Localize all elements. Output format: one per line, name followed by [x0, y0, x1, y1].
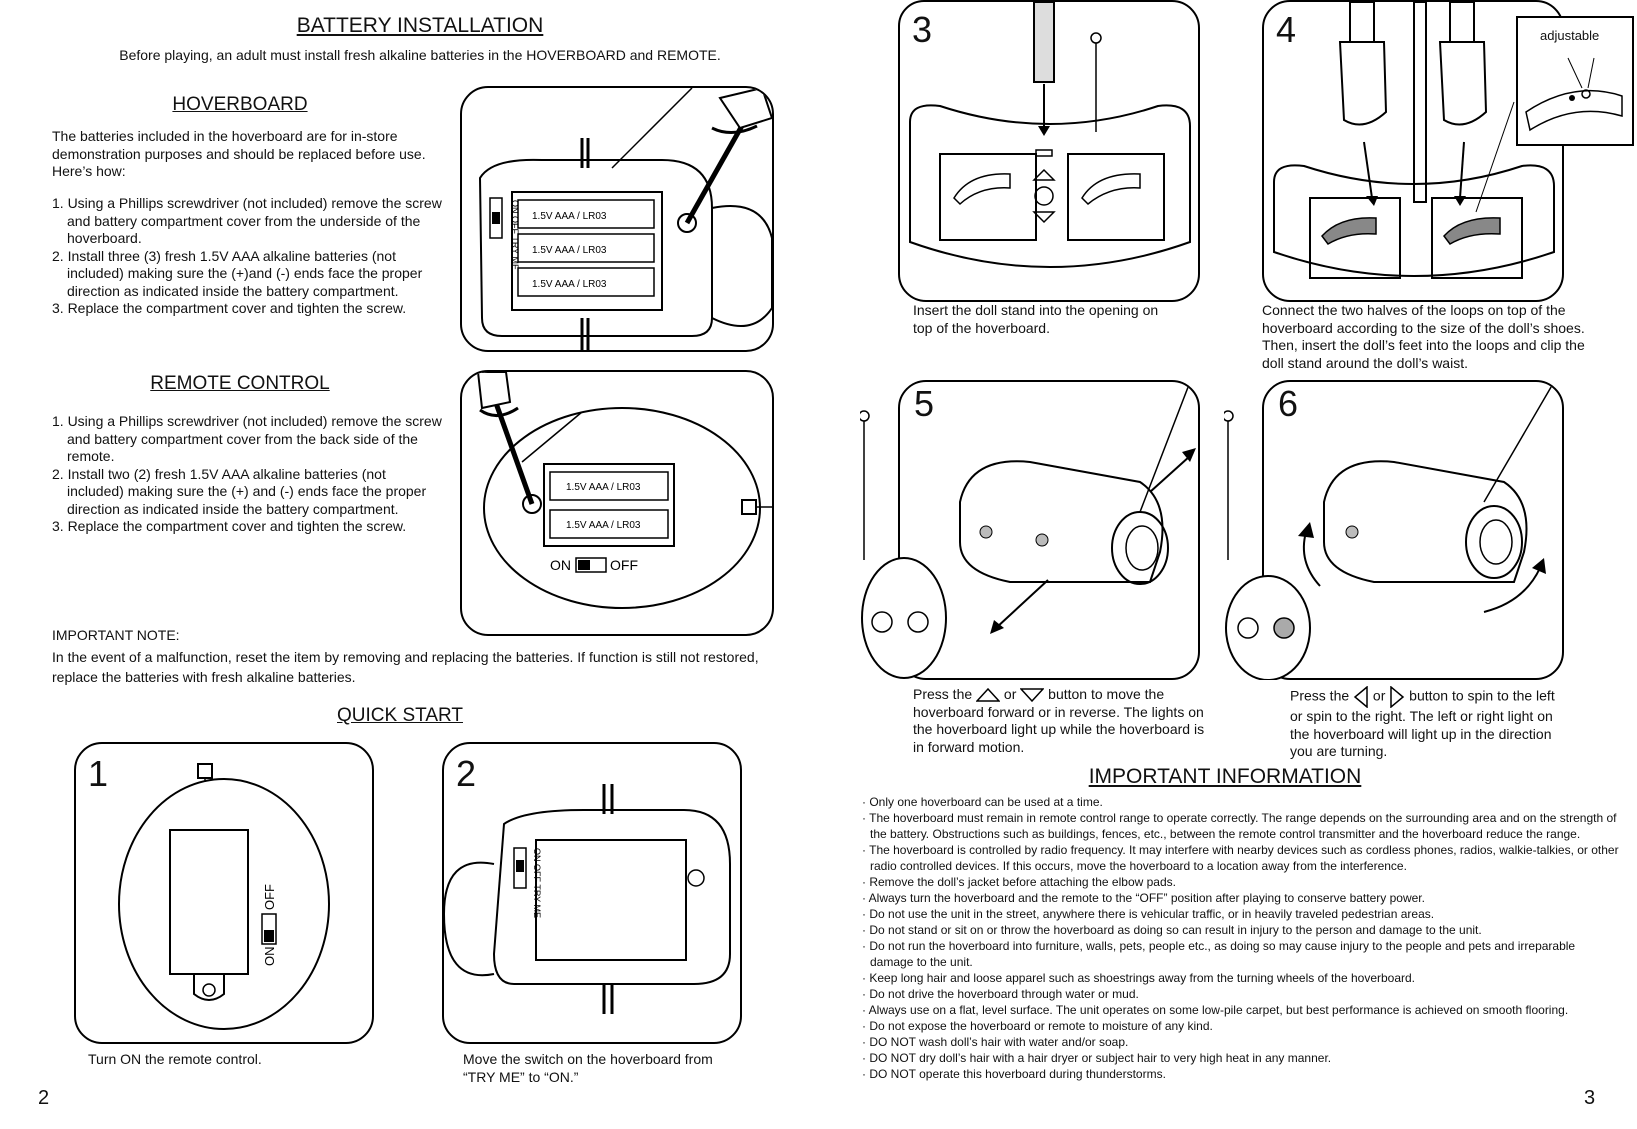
spin-button-icon: [907, 611, 929, 633]
hoverboard-spin-illustration: [1298, 382, 1555, 613]
step-2-number: 2: [456, 753, 477, 794]
info-item: Do not drive the hoverboard through wate…: [860, 986, 1620, 1002]
step-4-number: 4: [1276, 9, 1297, 50]
important-note-text: In the event of a malfunction, reset the…: [52, 649, 759, 685]
step-2-switch-label: ON OFF TRY ME: [532, 848, 542, 918]
step-6-remote: [1224, 410, 1314, 680]
remote-battery-label-1: 1.5V AAA / LR03: [566, 482, 641, 493]
step-1-caption: Turn ON the remote control.: [88, 1051, 262, 1067]
step-4-panel: 4: [1262, 0, 1564, 302]
step-6-number: 6: [1278, 383, 1299, 424]
hoverboard-step-2: 2. Install three (3) fresh 1.5V AAA alka…: [52, 247, 423, 299]
step-1-panel: 1 ON OFF: [74, 742, 374, 1044]
info-item: Always use on a flat, level surface. The…: [860, 1002, 1620, 1018]
doll-stand-insert-illustration: [909, 2, 1191, 268]
info-item: Do not expose the hoverboard or remote t…: [860, 1018, 1620, 1034]
step-5-number: 5: [914, 383, 935, 424]
hoverboard-battery-panel: 1.5V AAA / LR03 1.5V AAA / LR03 1.5V AAA…: [460, 86, 774, 352]
info-item: Remove the doll’s jacket before attachin…: [860, 874, 1620, 890]
spin-right-arrow-icon: [1390, 686, 1405, 708]
step-3-caption: Insert the doll stand into the opening o…: [913, 302, 1159, 336]
step-2-panel: 2 ON OFF TRY ME: [442, 742, 742, 1044]
page-number-right: 3: [1584, 1087, 1596, 1109]
important-information-list: Only one hoverboard can be used at a tim…: [860, 794, 1620, 1082]
step-2-caption: Move the switch on the hoverboard from “…: [463, 1051, 713, 1085]
remote-battery-label-2: 1.5V AAA / LR03: [566, 520, 641, 531]
forward-arrow-icon: [976, 688, 1001, 703]
step-1-off-label: OFF: [262, 884, 277, 910]
info-item: Do not use the unit in the street, anywh…: [860, 906, 1620, 922]
quick-start-heading: QUICK START: [337, 705, 463, 726]
step-5-cap-a: Press the: [913, 686, 973, 702]
info-item: The hoverboard must remain in remote con…: [860, 810, 1620, 842]
remote-back-illustration: 1.5V AAA / LR03 1.5V AAA / LR03 ON OFF: [476, 372, 772, 609]
hoverboard-step-3: 3. Replace the compartment cover and tig…: [52, 300, 407, 316]
hoverboard-description: The batteries included in the hoverboard…: [52, 128, 426, 179]
battery-label-3: 1.5V AAA / LR03: [532, 279, 607, 290]
info-item: Only one hoverboard can be used at a tim…: [860, 794, 1620, 810]
step-6-cap-a: Press the: [1290, 687, 1350, 704]
hoverboard-heading: HOVERBOARD: [172, 94, 308, 115]
info-item: Keep long hair and loose apparel such as…: [860, 970, 1620, 986]
remote-on-label: ON: [550, 557, 571, 573]
battery-label-1: 1.5V AAA / LR03: [532, 211, 607, 222]
battery-intro: Before playing, an adult must install fr…: [119, 47, 721, 63]
step-6-cap-or: or: [1372, 687, 1386, 704]
adjustable-inset: adjustable: [1516, 16, 1634, 146]
hoverboard-underside-illustration: 1.5V AAA / LR03 1.5V AAA / LR03 1.5V AAA…: [478, 88, 772, 350]
important-information-heading: IMPORTANT INFORMATION: [1088, 765, 1362, 788]
hoverboard-switch-illustration: ON OFF TRY ME: [444, 784, 731, 1014]
important-note-heading: IMPORTANT NOTE:: [52, 627, 180, 643]
info-item: Do not stand or sit on or throw the hove…: [860, 922, 1620, 938]
step-6-cap-b: button to spin to: [1409, 687, 1509, 704]
step-6-remote-illustration: [1224, 410, 1311, 680]
adjustable-label: adjustable: [1540, 28, 1600, 43]
step-6-caption: Press the or button to spin to the left …: [1290, 686, 1560, 761]
adjustable-loop-icon: [1525, 57, 1623, 132]
info-item: Always turn the hoverboard and the remot…: [860, 890, 1620, 906]
reverse-arrow-icon: [1020, 688, 1045, 703]
step-4-caption: Connect the two halves of the loops on t…: [1262, 302, 1585, 371]
info-item: Do not run the hoverboard into furniture…: [860, 938, 1620, 970]
step-5-cap-b: button to move: [1048, 686, 1141, 702]
info-item: The hoverboard is controlled by radio fr…: [860, 842, 1620, 874]
info-item: DO NOT wash doll’s hair with water and/o…: [860, 1034, 1620, 1050]
page-number-left: 2: [38, 1087, 50, 1109]
spin-left-arrow-icon: [1353, 686, 1368, 708]
step-5-remote: [860, 410, 950, 680]
remote-battery-panel: 1.5V AAA / LR03 1.5V AAA / LR03 ON OFF: [460, 370, 774, 636]
hoverboard-forward-illustration: [959, 382, 1196, 634]
remote-step-3: 3. Replace the compartment cover and tig…: [52, 518, 407, 534]
hoverboard-switch-label: ON OFF TRY ME: [510, 200, 520, 270]
remote-step-2: 2. Install two (2) fresh 1.5V AAA alkali…: [52, 465, 427, 517]
battery-label-2: 1.5V AAA / LR03: [532, 245, 607, 256]
step-5-cap-or: or: [1003, 686, 1017, 702]
step-5-panel: 5: [898, 380, 1200, 680]
remote-front-illustration: ON OFF: [118, 763, 330, 1030]
battery-installation-title: BATTERY INSTALLATION: [296, 14, 544, 37]
hoverboard-step-1: 1. Using a Phillips screwdriver (not inc…: [52, 195, 442, 246]
step-1-on-label: ON: [262, 947, 277, 967]
doll-feet-loops-illustration: [1273, 2, 1555, 279]
step-1-number: 1: [88, 753, 109, 794]
step-5-remote-illustration: [860, 410, 947, 679]
info-item: DO NOT dry doll’s hair with a hair dryer…: [860, 1050, 1620, 1066]
remote-steps: 1. Using a Phillips screwdriver (not inc…: [52, 413, 442, 536]
info-item: DO NOT operate this hoverboard during th…: [860, 1066, 1620, 1082]
remote-off-label: OFF: [610, 557, 638, 573]
step-6-cap-rest: the left or spin to the right. The left …: [1290, 687, 1555, 759]
step-5-cap-rest: the hoverboard forward or in reverse. Th…: [913, 686, 1205, 755]
step-6-panel: 6: [1262, 380, 1564, 680]
hoverboard-steps: 1. Using a Phillips screwdriver (not inc…: [52, 195, 442, 318]
step-3-number: 3: [912, 9, 933, 50]
forward-reverse-button-icon: [871, 611, 893, 633]
step-3-panel: 3: [898, 0, 1200, 302]
remote-control-heading: REMOTE CONTROL: [150, 373, 330, 394]
step-5-caption: Press the or button to move the hoverboa…: [913, 686, 1213, 756]
remote-step-1: 1. Using a Phillips screwdriver (not inc…: [52, 413, 442, 464]
